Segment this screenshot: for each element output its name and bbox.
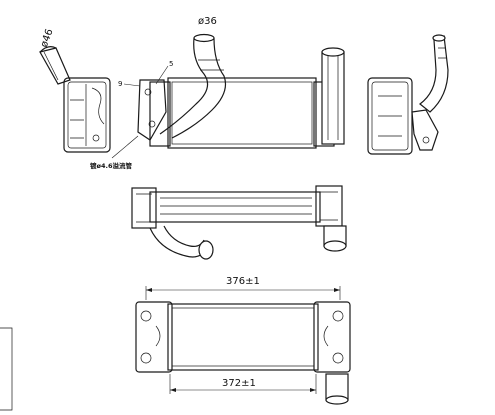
- dimension-core: 372±1: [222, 378, 256, 389]
- dimension-overall: 376±1: [226, 276, 260, 287]
- overflow-pipe-note: 镀ø4.6溢流管: [90, 161, 132, 170]
- callout-9: 9: [118, 80, 122, 88]
- frame-edge: [0, 327, 13, 411]
- right-side-view: [367, 34, 449, 155]
- left-side-view: ø46: [39, 28, 111, 153]
- diameter-callout-46: ø46: [39, 28, 56, 49]
- front-view: ø36 9 5 镀ø4.6溢流管: [90, 16, 345, 170]
- top-view: [131, 185, 347, 260]
- callout-5: 5: [169, 60, 173, 68]
- diameter-callout-36: ø36: [198, 16, 217, 27]
- bottom-view: 376±1 372±1: [135, 276, 351, 405]
